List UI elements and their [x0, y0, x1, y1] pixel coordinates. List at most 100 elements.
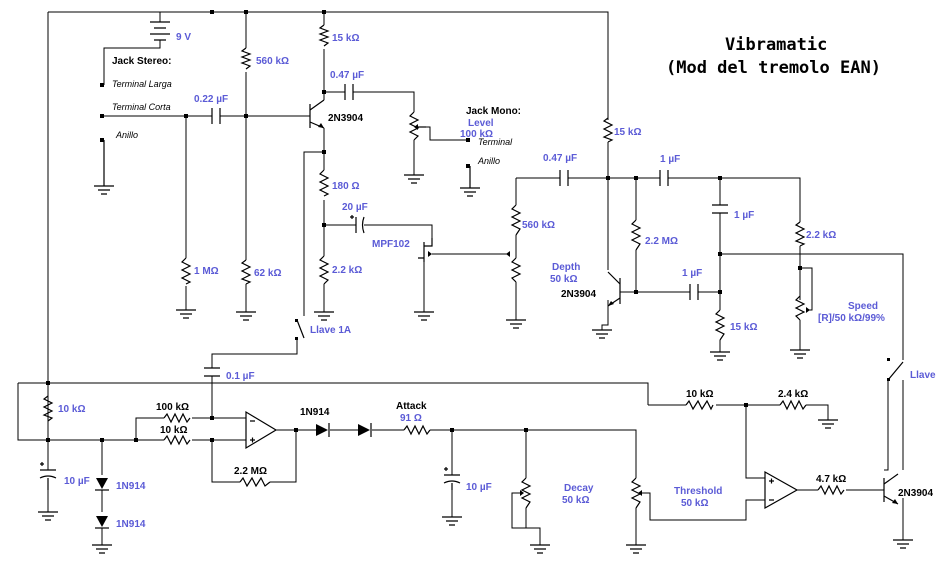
cap-10-left: [39, 469, 57, 479]
label-d-1n914-b: 1N914: [116, 519, 146, 530]
label-r-2-2m: 2.2 MΩ: [645, 236, 678, 247]
label-q3: 2N3904: [898, 488, 933, 499]
label-jack-stereo: Jack Stereo:: [112, 56, 171, 67]
transistors: [309, 99, 899, 505]
label-r-15k-top: 15 kΩ: [332, 33, 359, 44]
label-llave-1a: Llave 1A: [310, 325, 351, 336]
label-c-1uf-low: 1 µF: [682, 268, 702, 279]
label-q1: 2N3904: [328, 113, 363, 124]
label-c-1uf-top: 1 µF: [660, 154, 680, 165]
label-c-1uf-mid: 1 µF: [734, 210, 754, 221]
label-attack: Attack: [396, 401, 427, 412]
label-threshold: Threshold: [674, 486, 722, 497]
labels: Vibramatic (Mod del tremolo EAN) 9 V Jac…: [58, 32, 936, 530]
label-c-047-top: 0.47 µF: [330, 70, 364, 81]
label-terminal-larga: Terminal Larga: [112, 79, 172, 89]
label-depth: Depth: [552, 262, 580, 273]
label-c-10-left: 10 µF: [64, 476, 90, 487]
resistor-2-4k: [779, 399, 807, 411]
cap-022: [211, 108, 221, 124]
label-decay-val: 50 kΩ: [562, 495, 589, 506]
pot-level: [408, 111, 420, 141]
cap-1-low: [689, 284, 699, 300]
junctions: [46, 10, 802, 442]
op-amps: [245, 410, 799, 510]
label-speed-val: [R]/50 kΩ/99%: [818, 313, 885, 324]
resistors: [42, 24, 845, 496]
pot-threshold: [630, 477, 642, 509]
resistor-15k-osc: [602, 117, 614, 143]
title-line2: (Mod del tremolo EAN): [666, 58, 881, 78]
potentiometers: [408, 111, 810, 509]
label-r-1m: 1 MΩ: [194, 266, 219, 277]
cap-047-top: [344, 84, 354, 100]
resistor-2-2m: [630, 219, 642, 251]
label-c-20: 20 µF: [342, 202, 368, 213]
battery-9v: [150, 21, 170, 44]
switches: [295, 300, 904, 471]
resistor-180: [318, 169, 330, 197]
label-r-180: 180 Ω: [332, 181, 359, 192]
label-level: Level: [468, 118, 494, 129]
label-d1: 1N914: [300, 407, 330, 418]
label-c-047-osc: 0.47 µF: [543, 153, 577, 164]
resistor-4-7k: [817, 484, 845, 496]
label-r-560k: 560 kΩ: [256, 56, 289, 67]
cap-1-mid: [712, 204, 728, 214]
label-r-10k-in: 10 kΩ: [160, 425, 187, 436]
capacitors: [39, 84, 728, 490]
resistor-10k-in: [163, 434, 191, 446]
wires: [17, 11, 904, 545]
resistor-62k: [240, 259, 252, 285]
title-line1: Vibramatic: [725, 35, 827, 55]
label-r-2-2m-fb: 2.2 MΩ: [234, 466, 267, 477]
label-q2: 2N3904: [561, 289, 596, 300]
label-r-100k: 100 kΩ: [156, 402, 189, 413]
label-llave: Llave: [910, 370, 936, 381]
grounds: [38, 140, 913, 554]
label-battery: 9 V: [176, 32, 191, 43]
label-r-62k: 62 kΩ: [254, 268, 281, 279]
diodes: [95, 423, 372, 529]
label-r-10k-left: 10 kΩ: [58, 404, 85, 415]
label-mpf102: MPF102: [372, 239, 410, 250]
label-anillo-stereo: Anillo: [115, 130, 138, 140]
cap-10-mid: [443, 474, 461, 484]
label-threshold-val: 50 kΩ: [681, 498, 708, 509]
label-c-01: 0.1 µF: [226, 371, 255, 382]
resistor-1m: [180, 257, 192, 285]
cap-047-osc: [559, 170, 569, 186]
label-r-4-7k: 4.7 kΩ: [816, 474, 846, 485]
label-r-10k-top: 10 kΩ: [686, 389, 713, 400]
label-terminal-mono: Terminal: [478, 137, 513, 147]
label-d-1n914-a: 1N914: [116, 481, 146, 492]
label-r-15k-low: 15 kΩ: [730, 322, 757, 333]
label-level-val: 100 kΩ: [460, 129, 493, 140]
label-speed: Speed: [848, 301, 878, 312]
resistor-15k-top: [318, 24, 330, 47]
pot-decay: [520, 477, 532, 509]
label-terminal-corta: Terminal Corta: [112, 102, 171, 112]
resistor-2-2m-fb: [239, 476, 271, 488]
resistor-10k-top: [685, 399, 714, 411]
resistor-91: [403, 424, 431, 436]
label-r-2-2k-right: 2.2 kΩ: [806, 230, 836, 241]
resistor-2-2k-right: [794, 221, 806, 247]
label-decay: Decay: [564, 483, 594, 494]
label-r-2-2k-left: 2.2 kΩ: [332, 265, 362, 276]
label-jack-mono: Jack Mono:: [466, 106, 521, 117]
label-r-560k-osc: 560 kΩ: [522, 220, 555, 231]
label-anillo-mono: Anillo: [477, 156, 500, 166]
cap-01: [204, 367, 220, 377]
label-r-91: 91 Ω: [400, 413, 422, 424]
resistor-560k-osc: [510, 204, 522, 236]
label-r-15k-osc: 15 kΩ: [614, 127, 641, 138]
label-depth-val: 50 kΩ: [550, 274, 577, 285]
label-c-10-mid: 10 µF: [466, 482, 492, 493]
label-c-022: 0.22 µF: [194, 94, 228, 105]
cap-1-top: [659, 170, 669, 186]
resistor-100k: [163, 412, 191, 424]
pot-speed: [794, 295, 806, 321]
